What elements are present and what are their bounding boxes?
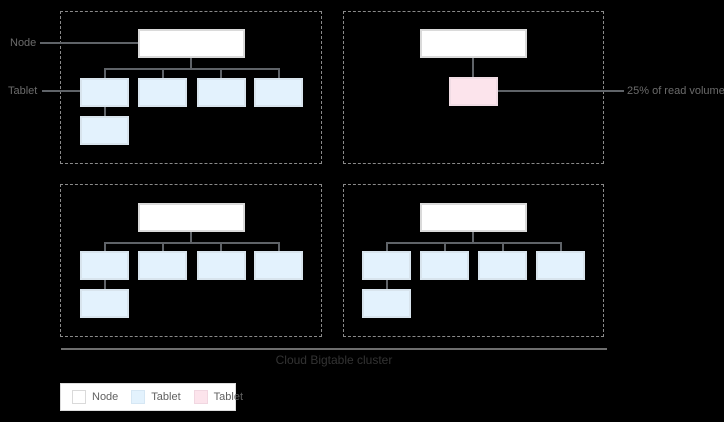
connector [386,242,388,251]
tablet-box [197,78,246,107]
node-box [138,203,245,232]
tablet-box [478,251,527,280]
connector [472,232,474,243]
tablet-box [362,251,411,280]
tablet-box [80,78,129,107]
cluster-bracket-line [61,348,607,350]
node-group-top-right [343,11,604,164]
connector [472,58,474,77]
tablet-box [80,116,129,145]
connector [104,242,106,251]
node-label: Node [10,37,37,49]
connector [162,68,164,78]
connector [104,107,106,116]
tablet-box [362,289,411,318]
cluster-label: Cloud Bigtable cluster [275,353,393,367]
node-box [138,29,245,58]
tablet-box [138,78,187,107]
connector [502,242,504,251]
tablet-box [254,78,303,107]
tablet-box [420,251,469,280]
tablet-box [254,251,303,280]
legend: Node Tablet Tablet [60,383,243,411]
connector [104,280,106,289]
connector [278,242,280,251]
connector [104,242,280,244]
connector [220,242,222,251]
connector [104,68,280,70]
legend-swatch-tablet [131,390,146,404]
legend-label-node: Node [92,391,119,403]
tablet-box [80,251,129,280]
tablet-box [138,251,187,280]
connector [190,58,192,69]
connector [220,68,222,78]
legend-label-tablet: Tablet [151,391,181,403]
connector [190,232,192,243]
legend-swatch-node [72,390,86,404]
node-group-top-left [60,11,322,164]
node-leader-line [40,42,138,44]
connector [162,242,164,251]
legend-swatch-hot-tablet [193,390,208,404]
hot-tablet-box [449,77,498,106]
node-box [420,203,527,232]
connector [560,242,562,251]
read-volume-label: 25% of read volume [627,85,724,97]
tablet-label: Tablet [8,85,38,97]
node-group-bottom-left [60,184,322,337]
connector [444,242,446,251]
legend-label-hot-tablet: Tablet [213,391,244,403]
tablet-box [536,251,585,280]
connector [386,242,562,244]
tablet-box [197,251,246,280]
tablet-box [80,289,129,318]
read-volume-leader-line [498,90,624,92]
connector [386,280,388,289]
tablet-leader-line [42,90,80,92]
connector [104,68,106,78]
node-group-bottom-right [343,184,604,337]
node-box [420,29,527,58]
connector [278,68,280,78]
